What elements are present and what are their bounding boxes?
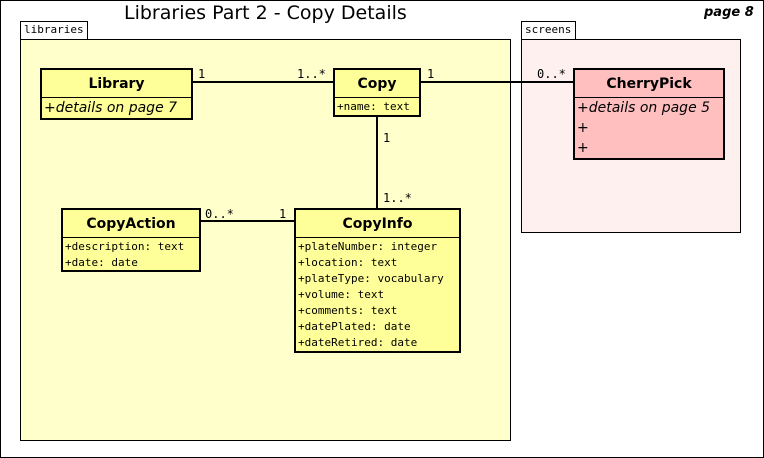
copyaction-attribute: +date: date [65, 256, 138, 269]
multiplicity-library-end: 1 [198, 67, 206, 81]
copyinfo-class-name: CopyInfo [296, 210, 459, 238]
diagram-title: Libraries Part 2 - Copy Details [124, 2, 407, 24]
libraries-package-tab: libraries [20, 21, 88, 40]
copyinfo-attribute: +comments: text [298, 304, 398, 317]
cherrypick-class-name: CherryPick [575, 70, 723, 98]
copyinfo-attribute: +volume: text [298, 288, 385, 301]
copy-class[interactable]: Copy +name: text [333, 68, 421, 117]
cherrypick-class-details: +details on page 5 + + [575, 98, 723, 158]
copyinfo-attribute: +location: text [298, 256, 398, 269]
library-class[interactable]: Library +details on page 7 [40, 68, 193, 120]
cherrypick-detail: + [577, 140, 589, 156]
copy-class-attributes: +name: text [335, 98, 419, 116]
multiplicity-copyinfo-end-copy: 1..* [383, 191, 412, 205]
copyaction-class[interactable]: CopyAction +description: text +date: dat… [61, 208, 201, 272]
multiplicity-cherrypick-end: 0..* [537, 67, 566, 81]
library-class-details: +details on page 7 [44, 100, 178, 116]
copyinfo-attribute: +dateRetired: date [298, 336, 418, 349]
libraries-package-label: libraries [24, 23, 84, 36]
multiplicity-copyinfo-end-copyaction: 1 [279, 207, 287, 221]
copyaction-attribute: +description: text [65, 240, 185, 253]
copyinfo-attribute: +datePlated: date [298, 320, 411, 333]
copyinfo-attribute: +plateNumber: integer [298, 240, 438, 253]
library-class-name: Library [42, 70, 191, 98]
multiplicity-copy-end-cherrypick: 1 [427, 67, 435, 81]
copyaction-class-attributes: +description: text +date: date [63, 238, 199, 272]
screens-package-label: screens [525, 23, 572, 36]
screens-package-tab: screens [521, 21, 576, 40]
copyaction-class-name: CopyAction [63, 210, 199, 238]
multiplicity-copyaction-end: 0..* [205, 207, 234, 221]
copyinfo-class[interactable]: CopyInfo +plateNumber: integer +location… [294, 208, 461, 353]
copyinfo-attribute: +plateType: vocabulary [298, 272, 444, 285]
cherrypick-class[interactable]: CherryPick +details on page 5 + + [573, 68, 725, 160]
page-number: page 8 [704, 5, 754, 20]
multiplicity-copy-end-copyinfo: 1 [383, 131, 391, 145]
cherrypick-detail: +details on page 5 [577, 100, 711, 116]
multiplicity-copy-end-library: 1..* [297, 67, 326, 81]
copyinfo-class-attributes: +plateNumber: integer +location: text +p… [296, 238, 459, 352]
copy-class-name: Copy [335, 70, 419, 98]
cherrypick-detail: + [577, 120, 589, 136]
copy-attribute: +name: text [337, 100, 410, 113]
